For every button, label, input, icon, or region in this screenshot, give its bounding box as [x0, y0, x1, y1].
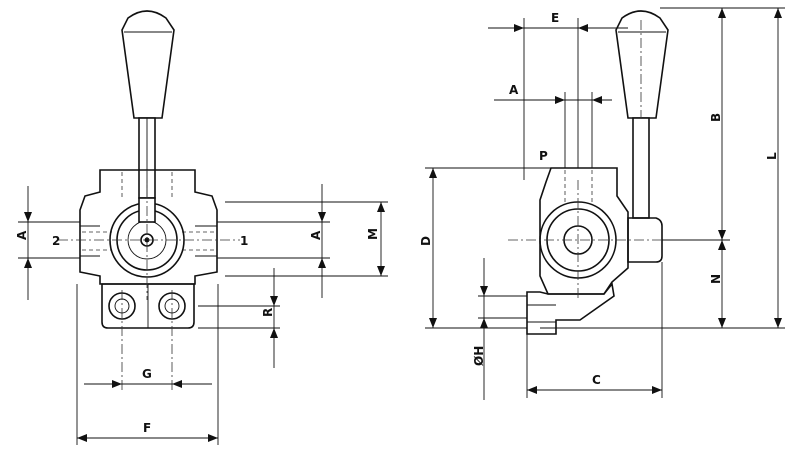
dim-m-label: M: [366, 228, 380, 240]
front-valve-body: [79, 169, 218, 285]
dim-arrow: [578, 24, 588, 32]
dim-arrow: [718, 230, 726, 240]
side-view: E A P B L D N ØH C: [419, 7, 785, 400]
dim-l-label: L: [765, 152, 779, 160]
dim-a-right-label: A: [309, 230, 323, 240]
dim-arrow: [527, 386, 537, 394]
dim-arrow: [24, 258, 32, 268]
dim-arrow: [208, 434, 218, 442]
front-handle-knob: [121, 10, 175, 119]
front-base: [101, 283, 195, 329]
dim-e-label: E: [551, 11, 559, 25]
dim-arrow: [270, 328, 278, 338]
dim-arrow: [718, 318, 726, 328]
dim-arrow: [429, 168, 437, 178]
dim-arrow: [555, 96, 565, 104]
dim-a-side-label: A: [509, 83, 519, 97]
dim-arrow: [24, 212, 32, 222]
dim-arrow: [270, 296, 278, 306]
dim-arrow: [480, 318, 488, 328]
dim-a-left-label: A: [15, 230, 29, 240]
dim-f-label: F: [143, 421, 151, 435]
port-2-label: 2: [52, 234, 60, 248]
side-handle-stem: [632, 117, 650, 219]
dim-b-label: B: [709, 113, 723, 122]
dim-arrow: [77, 434, 87, 442]
front-rotor-center: [144, 237, 150, 243]
dim-arrow: [592, 96, 602, 104]
side-handle-knob: [615, 10, 669, 119]
dim-arrow: [718, 240, 726, 250]
front-view: A 2 1 A M R G F: [15, 10, 388, 445]
dim-n-label: N: [709, 274, 723, 284]
dim-arrow: [480, 286, 488, 296]
dim-arrow: [718, 8, 726, 18]
dim-g-label: G: [142, 367, 152, 381]
side-mount-foot: [526, 282, 615, 335]
dim-arrow: [774, 318, 782, 328]
dim-arrow: [429, 318, 437, 328]
port-1-label: 1: [240, 234, 248, 248]
dim-arrow: [652, 386, 662, 394]
dim-arrow: [112, 380, 122, 388]
dim-h-label: ØH: [472, 346, 486, 366]
dim-r-label: R: [261, 308, 275, 317]
dim-arrow: [172, 380, 182, 388]
dim-c-label: C: [592, 373, 601, 387]
dim-arrow: [774, 8, 782, 18]
port-p-label: P: [539, 149, 548, 163]
side-shaft-boss: [627, 217, 663, 263]
dim-arrow: [318, 258, 326, 268]
dim-arrow: [377, 202, 385, 212]
dim-arrow: [377, 266, 385, 276]
dim-arrow: [318, 212, 326, 222]
dim-d-label: D: [419, 236, 433, 246]
dim-arrow: [514, 24, 524, 32]
